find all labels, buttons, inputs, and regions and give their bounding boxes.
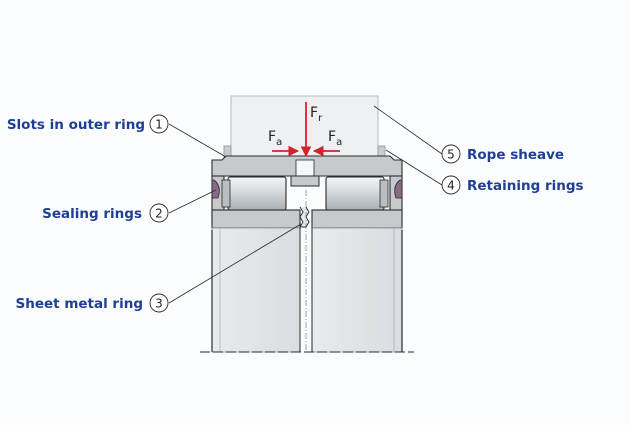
outer-ring-middle-rib xyxy=(290,175,320,187)
roller-right-cap xyxy=(379,179,389,208)
svg-text:4: 4 xyxy=(447,179,455,193)
roller-left xyxy=(227,176,287,211)
svg-text:2: 2 xyxy=(155,207,163,221)
svg-text:1: 1 xyxy=(155,118,163,132)
sheet-metal-ring xyxy=(299,206,310,228)
sealing-ring-left xyxy=(211,179,220,199)
roller-left-cap xyxy=(221,179,231,208)
rope-sheave xyxy=(230,95,379,163)
axial-force-left-label: Fa xyxy=(268,129,282,148)
shaft-left xyxy=(211,227,301,353)
leader-1 xyxy=(168,123,227,158)
svg-text:5: 5 xyxy=(447,148,455,162)
callout-4: 4 Retaining rings xyxy=(441,175,584,195)
inner-ring-right xyxy=(311,209,403,229)
leader-3 xyxy=(168,223,302,304)
leader-2 xyxy=(168,189,217,214)
radial-force-label: Fr xyxy=(310,105,323,124)
callout-4-label: Retaining rings xyxy=(467,178,584,194)
shaft-right xyxy=(311,227,403,353)
svg-text:3: 3 xyxy=(155,297,163,311)
inner-ring-left xyxy=(211,209,301,229)
callout-3: 3 Sheet metal ring xyxy=(16,293,169,313)
callout-5: 5 Rope sheave xyxy=(441,144,564,164)
callout-1: 1 Slots in outer ring xyxy=(7,114,169,134)
sealing-ring-right xyxy=(394,179,403,199)
leader-4 xyxy=(385,149,443,186)
callout-5-label: Rope sheave xyxy=(467,147,564,163)
callout-3-label: Sheet metal ring xyxy=(16,296,143,312)
callout-2: 2 Sealing rings xyxy=(42,203,169,223)
leader-5 xyxy=(373,105,443,155)
callout-2-label: Sealing rings xyxy=(42,206,142,222)
callout-1-label: Slots in outer ring xyxy=(7,117,145,133)
roller-right xyxy=(325,176,385,211)
axial-force-right-label: Fa xyxy=(328,129,342,148)
outer-ring-slot xyxy=(295,159,315,177)
